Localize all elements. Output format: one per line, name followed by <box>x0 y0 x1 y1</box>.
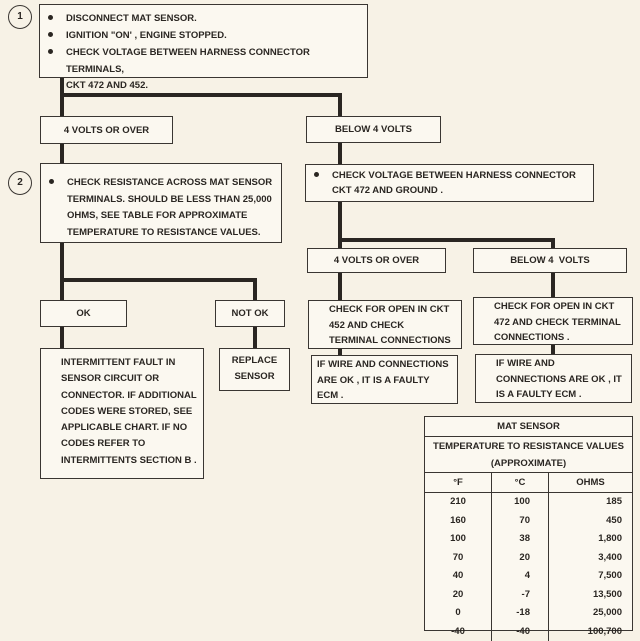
branch2-4-volts-or-over: 4 VOLTS OR OVER <box>307 248 446 273</box>
ohms-cell: 450 <box>606 514 622 526</box>
connector <box>338 238 555 242</box>
bullet: CHECK RESISTANCE ACROSS MAT SENSOR TERMI… <box>49 175 272 241</box>
ohms-cell: 25,000 <box>592 607 622 619</box>
fahrenheit-cell: 40 <box>425 566 492 585</box>
connector <box>338 142 342 165</box>
connector <box>338 93 342 117</box>
table-note: (APPROXIMATE) <box>425 455 632 473</box>
connector <box>60 278 257 282</box>
fahrenheit-cell: 70 <box>425 548 492 567</box>
celsius-cell: 4 <box>491 566 549 585</box>
ohms-cell: 185 <box>606 496 622 508</box>
faulty-ecm-box-2: IF WIRE AND CONNECTIONS ARE OK , IT IS A… <box>475 354 632 403</box>
step1-box: DISCONNECT MAT SENSOR. IGNITION "ON' , E… <box>39 4 368 91</box>
connector <box>253 326 257 349</box>
connector <box>338 201 342 249</box>
fahrenheit-cell: 0 <box>425 603 492 622</box>
mat-sensor-table: MAT SENSOR TEMPERATURE TO RESISTANCE VAL… <box>424 416 633 641</box>
fahrenheit-cell: 20 <box>425 585 492 604</box>
check-open-472-box: CHECK FOR OPEN IN CKT 472 AND CHECK TERM… <box>473 297 633 345</box>
branch3-ok: OK <box>40 300 127 327</box>
ohms-cell: 100,700 <box>587 625 622 637</box>
step-number-2: 2 <box>8 171 32 195</box>
ohms-cell: 1,800 <box>598 533 622 545</box>
fahrenheit-cell: 210 <box>425 492 492 511</box>
branch1-4-volts-or-over: 4 VOLTS OR OVER <box>40 116 173 144</box>
connector <box>60 93 342 97</box>
connector <box>60 242 64 301</box>
ohms-cell: 3,400 <box>598 551 622 563</box>
celsius-cell: 70 <box>491 511 549 530</box>
connector <box>253 278 257 301</box>
connector <box>60 326 64 349</box>
ohms-cell: 13,500 <box>592 588 622 600</box>
fahrenheit-cell: 160 <box>425 511 492 530</box>
faulty-ecm-box-1: IF WIRE AND CONNECTIONS ARE OK , IT IS A… <box>311 355 458 404</box>
table-title: MAT SENSOR <box>425 417 632 437</box>
fahrenheit-cell: -40 <box>425 622 492 641</box>
branch3-not-ok: NOT OK <box>215 300 285 327</box>
connector <box>60 77 64 117</box>
connector <box>338 272 342 301</box>
table-header-row: °F °C OHMS <box>425 473 632 492</box>
bullet: CHECK VOLTAGE BETWEEN HARNESS CONNECTOR … <box>314 168 576 198</box>
celsius-cell: -7 <box>491 585 549 604</box>
bullet: CHECK VOLTAGE BETWEEN HARNESS CONNECTOR … <box>48 45 367 95</box>
celsius-cell: -18 <box>491 603 549 622</box>
connector <box>551 272 555 298</box>
table-row: 0-18 25,000 <box>425 603 632 622</box>
branch1-below-4-volts: BELOW 4 VOLTS <box>306 116 441 143</box>
celsius-cell: -40 <box>491 622 549 641</box>
check-ground-box: CHECK VOLTAGE BETWEEN HARNESS CONNECTOR … <box>305 164 594 202</box>
connector <box>338 348 342 356</box>
step2-box: CHECK RESISTANCE ACROSS MAT SENSOR TERMI… <box>40 163 282 243</box>
branch2-below-4-volts: BELOW 4 VOLTS <box>473 248 627 273</box>
table-row: 20-7 13,500 <box>425 585 632 604</box>
celsius-cell: 20 <box>491 548 549 567</box>
celsius-cell: 38 <box>491 529 549 548</box>
step-number-1: 1 <box>8 5 32 29</box>
bullet: IGNITION "ON' , ENGINE STOPPED. <box>48 28 227 45</box>
celsius-cell: 100 <box>491 492 549 511</box>
table-row: -40-40 100,700 <box>425 622 632 641</box>
connector <box>551 344 555 355</box>
bullet: DISCONNECT MAT SENSOR. <box>48 11 197 28</box>
replace-sensor-box: REPLACE SENSOR <box>219 348 290 391</box>
fahrenheit-cell: 100 <box>425 529 492 548</box>
table-subtitle: TEMPERATURE TO RESISTANCE VALUES <box>433 441 624 452</box>
connector <box>551 238 555 249</box>
ohms-cell: 7,500 <box>598 570 622 582</box>
connector <box>60 143 64 164</box>
intermittent-fault-box: INTERMITTENT FAULT IN SENSOR CIRCUIT OR … <box>40 348 204 479</box>
check-open-452-box: CHECK FOR OPEN IN CKT 452 AND CHECK TERM… <box>308 300 462 349</box>
